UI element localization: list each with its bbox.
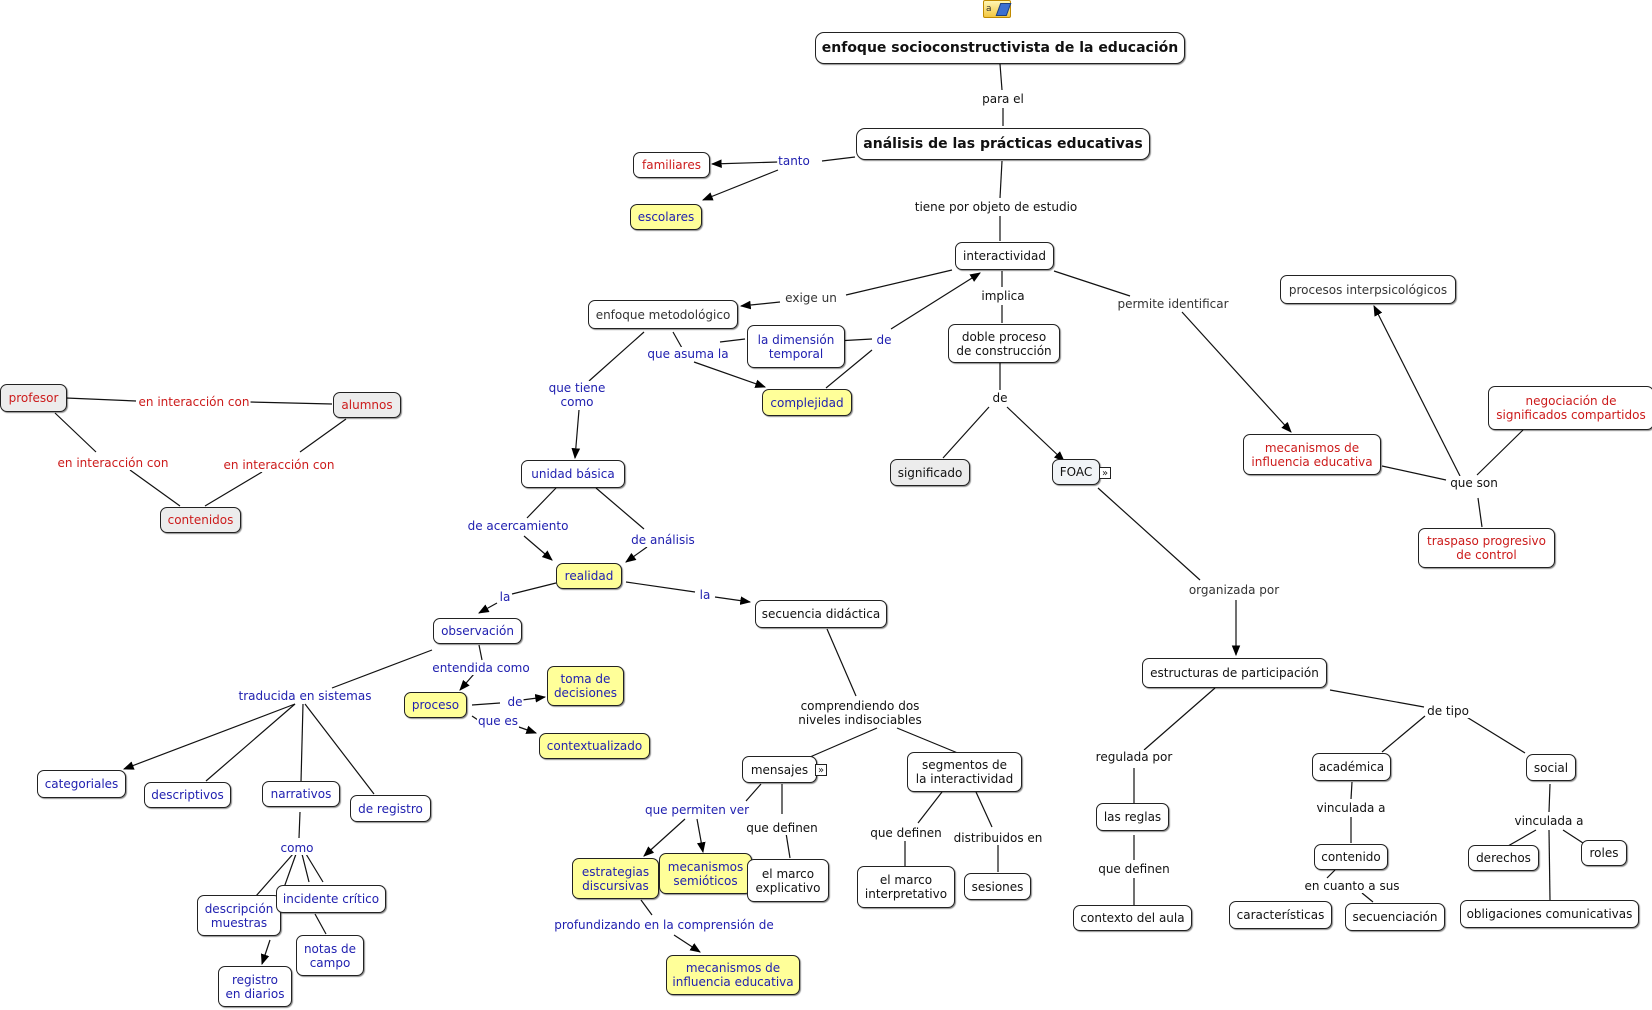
node-categoriales[interactable]: categoriales bbox=[37, 770, 126, 798]
link-de-2: de bbox=[991, 391, 1009, 405]
link-que-permiten-ver: que permiten ver bbox=[643, 803, 751, 817]
link-permite-identificar: permite identificar bbox=[1116, 297, 1230, 311]
link-de-1: de bbox=[875, 333, 893, 347]
link-que-tiene-como: que tiene como bbox=[547, 381, 607, 409]
expand-icon[interactable]: » bbox=[1099, 467, 1111, 479]
link-de-3: de bbox=[506, 695, 524, 709]
concept-map-icon: a bbox=[983, 0, 1012, 18]
node-de-registro[interactable]: de registro bbox=[350, 795, 431, 822]
node-caracteristicas[interactable]: características bbox=[1229, 901, 1332, 929]
link-que-definen-2: que definen bbox=[869, 826, 943, 840]
node-segmentos-interactividad[interactable]: segmentos de la interactividad bbox=[907, 752, 1022, 792]
node-traspaso-progresivo[interactable]: traspaso progresivo de control bbox=[1418, 528, 1555, 568]
node-notas-campo[interactable]: notas de campo bbox=[296, 935, 364, 976]
link-como: como bbox=[279, 841, 315, 855]
node-contenido[interactable]: contenido bbox=[1314, 844, 1388, 870]
link-profundizando: profundizando en la comprensión de bbox=[553, 918, 775, 932]
node-analisis-practicas[interactable]: análisis de las prácticas educativas bbox=[856, 128, 1150, 160]
link-de-acercamiento: de acercamiento bbox=[466, 519, 570, 533]
node-toma-decisiones[interactable]: toma de decisiones bbox=[547, 666, 624, 706]
link-que-asuma: que asuma la bbox=[646, 347, 730, 361]
link-que-es: que es bbox=[476, 714, 520, 728]
node-estrategias-discursivas[interactable]: estrategias discursivas bbox=[572, 858, 659, 899]
link-la-2: la bbox=[698, 588, 712, 602]
link-la-1: la bbox=[498, 590, 512, 604]
node-familiares[interactable]: familiares bbox=[633, 152, 710, 178]
node-escolares[interactable]: escolares bbox=[630, 204, 702, 230]
node-complejidad[interactable]: complejidad bbox=[762, 389, 852, 416]
node-secuencia-didactica[interactable]: secuencia didáctica bbox=[755, 600, 887, 628]
node-contextualizado[interactable]: contextualizado bbox=[539, 733, 650, 759]
link-tanto: tanto bbox=[777, 154, 811, 168]
node-derechos[interactable]: derechos bbox=[1468, 845, 1539, 871]
link-regulada-por: regulada por bbox=[1094, 750, 1174, 764]
node-sesiones[interactable]: sesiones bbox=[964, 873, 1031, 900]
node-unidad-basica[interactable]: unidad básica bbox=[521, 460, 625, 488]
node-doble-proceso[interactable]: doble proceso de construcción bbox=[948, 324, 1060, 363]
node-marco-interpretativo[interactable]: el marco interpretativo bbox=[857, 866, 955, 908]
node-profesor[interactable]: profesor bbox=[0, 384, 67, 412]
node-enfoque-metodologico[interactable]: enfoque metodológico bbox=[588, 300, 738, 329]
node-mensajes[interactable]: mensajes bbox=[742, 756, 817, 783]
node-foac[interactable]: FOAC bbox=[1052, 459, 1100, 485]
link-tiene-objeto: tiene por objeto de estudio bbox=[913, 200, 1079, 214]
node-negociacion-significados[interactable]: negociación de significados compartidos bbox=[1488, 386, 1652, 430]
node-realidad[interactable]: realidad bbox=[556, 563, 622, 589]
node-mecanismos-influencia[interactable]: mecanismos de influencia educativa bbox=[1243, 434, 1381, 475]
node-dimension-temporal[interactable]: la dimensión temporal bbox=[747, 325, 845, 368]
node-observacion[interactable]: observación bbox=[433, 618, 522, 644]
link-que-definen-1: que definen bbox=[745, 821, 819, 835]
link-para-el: para el bbox=[981, 92, 1025, 106]
link-traducida: traducida en sistemas bbox=[237, 689, 373, 703]
link-en-interaccion-2: en interacción con bbox=[56, 456, 170, 470]
node-proceso[interactable]: proceso bbox=[404, 692, 467, 718]
node-marco-explicativo[interactable]: el marco explicativo bbox=[747, 859, 829, 902]
node-mecanismos-influencia-2[interactable]: mecanismos de influencia educativa bbox=[666, 955, 800, 995]
node-secuenciacion[interactable]: secuenciación bbox=[1345, 903, 1445, 931]
node-roles[interactable]: roles bbox=[1581, 840, 1627, 866]
node-incidente-critico[interactable]: incidente crítico bbox=[276, 885, 386, 913]
node-procesos-interpsicologicos[interactable]: procesos interpsicológicos bbox=[1280, 275, 1456, 304]
node-significado[interactable]: significado bbox=[890, 459, 970, 486]
link-en-cuanto: en cuanto a sus bbox=[1303, 879, 1401, 893]
node-descriptivos[interactable]: descriptivos bbox=[144, 782, 231, 808]
node-las-reglas[interactable]: las reglas bbox=[1096, 803, 1169, 831]
node-mecanismos-semioticos[interactable]: mecanismos semióticos bbox=[659, 853, 752, 894]
link-exige-un: exige un bbox=[784, 291, 838, 305]
link-comprendiendo: comprendiendo dos niveles indisociables bbox=[797, 699, 923, 727]
link-entendida-como: entendida como bbox=[431, 661, 531, 675]
link-implica: implica bbox=[980, 289, 1026, 303]
link-vinculada-2: vinculada a bbox=[1513, 814, 1585, 828]
node-contenidos[interactable]: contenidos bbox=[160, 507, 241, 533]
link-de-analisis: de análisis bbox=[630, 533, 696, 547]
node-contexto-aula[interactable]: contexto del aula bbox=[1073, 905, 1192, 931]
node-interactividad[interactable]: interactividad bbox=[955, 242, 1054, 270]
expand-icon[interactable]: » bbox=[815, 764, 827, 776]
node-enfoque-socioconstructivista[interactable]: enfoque socioconstructivista de la educa… bbox=[815, 32, 1185, 64]
link-que-son: que son bbox=[1449, 476, 1499, 490]
node-academica[interactable]: académica bbox=[1312, 753, 1391, 781]
link-organizada-por: organizada por bbox=[1187, 583, 1281, 597]
node-obligaciones-comunicativas[interactable]: obligaciones comunicativas bbox=[1460, 900, 1639, 928]
node-social[interactable]: social bbox=[1526, 754, 1576, 781]
node-alumnos[interactable]: alumnos bbox=[333, 392, 401, 418]
link-distribuidos-en: distribuidos en bbox=[952, 831, 1044, 845]
node-registro-diarios[interactable]: registro en diarios bbox=[218, 966, 292, 1007]
node-narrativos[interactable]: narrativos bbox=[262, 781, 340, 807]
link-de-tipo: de tipo bbox=[1426, 704, 1470, 718]
link-en-interaccion-3: en interacción con bbox=[222, 458, 336, 472]
link-que-definen-3: que definen bbox=[1097, 862, 1171, 876]
node-descripcion-muestras[interactable]: descripción muestras bbox=[197, 895, 281, 936]
link-en-interaccion-1: en interacción con bbox=[137, 395, 251, 409]
node-estructuras-participacion[interactable]: estructuras de participación bbox=[1142, 658, 1327, 688]
link-vinculada-1: vinculada a bbox=[1315, 801, 1387, 815]
